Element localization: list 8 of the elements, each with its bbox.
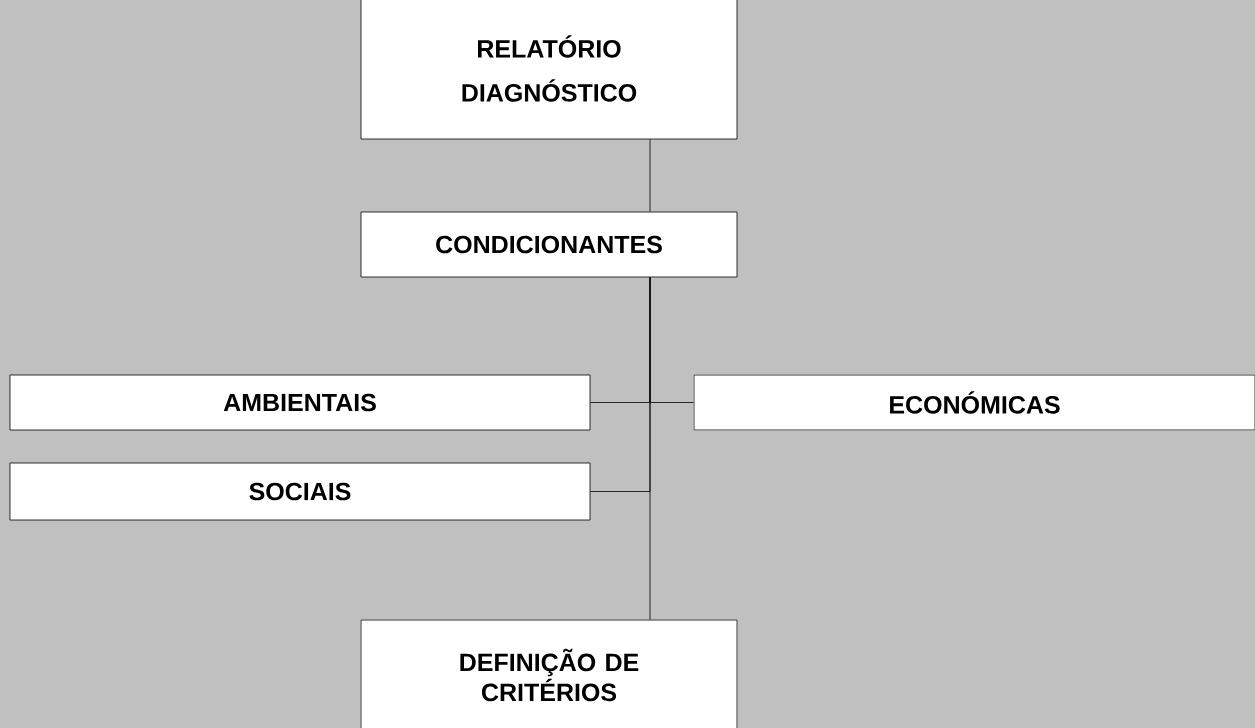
process-box: ECONÓMICAS [693, 374, 1255, 431]
process-box: SOCIAIS [9, 462, 591, 521]
connector-line [649, 277, 651, 620]
process-box: DEFINIÇÃO DE CRITÉRIOS [360, 619, 738, 728]
process-box: CONDICIONANTES [360, 211, 738, 278]
connector-line [649, 139, 651, 212]
process-box: AMBIENTAIS [9, 374, 591, 431]
process-box: RELATÓRIO DIAGNÓSTICO [360, 0, 738, 140]
